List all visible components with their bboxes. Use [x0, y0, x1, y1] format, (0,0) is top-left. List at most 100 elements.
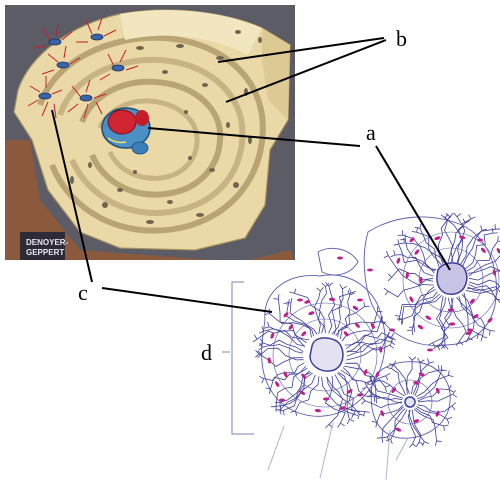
lacuna: [473, 314, 479, 319]
lacuna: [417, 324, 424, 330]
callout-line-c-photo: [51, 109, 93, 283]
lacuna: [357, 393, 363, 397]
lacuna: [363, 369, 368, 376]
lacuna: [409, 296, 414, 303]
lacuna: [283, 371, 288, 378]
callout-line-c-drawing: [101, 287, 273, 313]
canaliculus: [340, 369, 380, 402]
lacuna: [389, 328, 395, 332]
lacuna: [427, 348, 433, 352]
lacuna: [409, 237, 415, 243]
lacuna: [379, 346, 383, 353]
label-a: a: [366, 120, 376, 145]
callout-line-b-upper: [217, 37, 385, 63]
lamella-ring-4: [97, 98, 200, 181]
lacuna: [413, 381, 420, 385]
model-small-osteons: [27, 17, 139, 119]
lacuna: [354, 322, 360, 328]
lacuna: [357, 298, 363, 302]
lacuna: [395, 427, 402, 432]
lacuna: [283, 312, 289, 318]
lacuna: [339, 406, 346, 410]
canaliculus: [456, 214, 476, 264]
canaliculus: [468, 255, 500, 277]
canaliculus: [361, 396, 403, 409]
canaliculus: [342, 367, 391, 392]
canaliculus: [275, 374, 316, 415]
canaliculus: [270, 365, 307, 412]
canaliculus: [393, 239, 436, 272]
canaliculus: [390, 250, 434, 277]
lacuna: [301, 373, 307, 379]
lacuna: [299, 390, 306, 395]
canaliculus: [388, 360, 410, 395]
label-b: b: [396, 26, 407, 51]
lacuna: [270, 332, 275, 339]
canaliculus: [346, 306, 383, 353]
canaliculus: [408, 409, 430, 447]
canaliculus: [415, 407, 449, 431]
canaliculus: [258, 339, 304, 353]
lacuna: [343, 331, 349, 337]
canaliculus: [394, 286, 435, 322]
lacuna: [328, 297, 336, 302]
canaliculus: [451, 297, 467, 346]
model-brand-line1: DENOYER-: [26, 238, 69, 247]
canaliculus: [366, 375, 405, 397]
canaliculus: [344, 332, 396, 346]
canaliculus: [257, 347, 304, 361]
lacuna: [275, 381, 280, 387]
canaliculus: [289, 288, 326, 334]
canaliculus: [406, 356, 417, 395]
canaliculus: [273, 294, 310, 341]
lacuna: [304, 300, 311, 304]
canaliculus: [337, 372, 365, 420]
canaliculus: [341, 317, 386, 342]
label-c: c: [78, 280, 88, 305]
lacuna: [477, 238, 483, 242]
central-canal-left: [309, 337, 344, 372]
callout-line-a-drawing: [375, 145, 451, 271]
lacuna: [367, 268, 373, 272]
model-central-canal: [101, 107, 151, 155]
canaliculus: [382, 408, 406, 442]
canaliculus: [466, 236, 500, 272]
lacuna: [487, 317, 493, 323]
canaliculus: [436, 296, 449, 350]
canaliculus: [465, 289, 500, 301]
osteon-bracket-d: [222, 281, 254, 435]
canaliculus: [346, 340, 394, 353]
canaliculus: [417, 370, 454, 400]
central-canal-right: [436, 262, 468, 295]
canaliculus: [463, 292, 496, 336]
canaliculus: [407, 293, 440, 336]
canaliculus: [387, 268, 434, 282]
canaliculus: [466, 287, 500, 303]
lacuna: [465, 331, 472, 335]
canaliculus: [362, 382, 403, 404]
canaliculus: [383, 284, 434, 298]
lacuna: [480, 247, 486, 253]
lacuna: [337, 256, 343, 260]
compact-bone-model-photo: DENOYER- GEPPERT: [5, 5, 295, 260]
canaliculus: [338, 372, 355, 425]
canaliculus: [468, 279, 500, 288]
canaliculus: [331, 288, 357, 336]
lacuna: [347, 389, 353, 394]
lacuna: [267, 357, 271, 364]
canaliculus: [331, 284, 347, 335]
lacuna: [352, 305, 359, 311]
lacuna: [308, 311, 315, 316]
lacuna: [459, 235, 466, 240]
canaliculus: [345, 337, 396, 350]
canaliculus: [407, 409, 417, 448]
canaliculus: [417, 402, 456, 414]
lamella-ring-2: [57, 56, 246, 216]
lacuna: [434, 236, 441, 241]
canaliculus: [367, 389, 403, 401]
canaliculus: [417, 389, 458, 403]
canaliculus: [258, 326, 305, 348]
lacuna: [435, 410, 440, 417]
lacuna: [323, 397, 330, 401]
canaliculus: [397, 295, 442, 325]
